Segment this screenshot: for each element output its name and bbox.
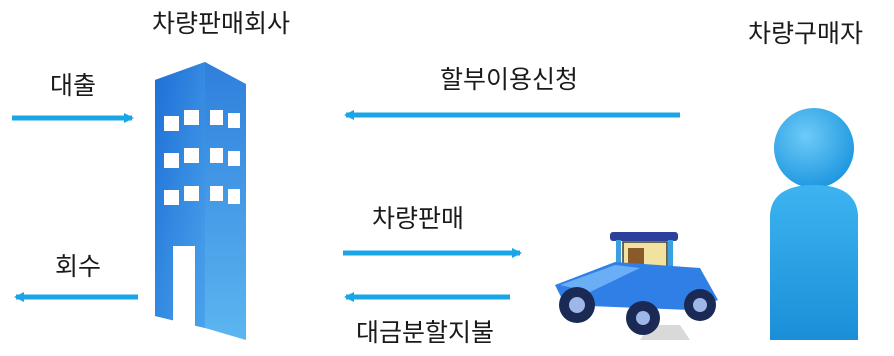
buyer-label: 차량구매자 (748, 19, 864, 48)
buyer-person-icon (770, 108, 858, 340)
vehicle-sale-label: 차량판매 (372, 204, 465, 233)
company-building-icon (155, 62, 246, 340)
repayment-label: 회수 (55, 252, 102, 281)
installment-application-label: 할부이용신청 (440, 65, 579, 94)
three-wheeler-vehicle-icon (555, 232, 718, 340)
installment-payment-label: 대금분할지불 (356, 318, 495, 347)
loan-label: 대출 (50, 71, 97, 100)
company-label: 차량판매회사 (152, 9, 291, 38)
